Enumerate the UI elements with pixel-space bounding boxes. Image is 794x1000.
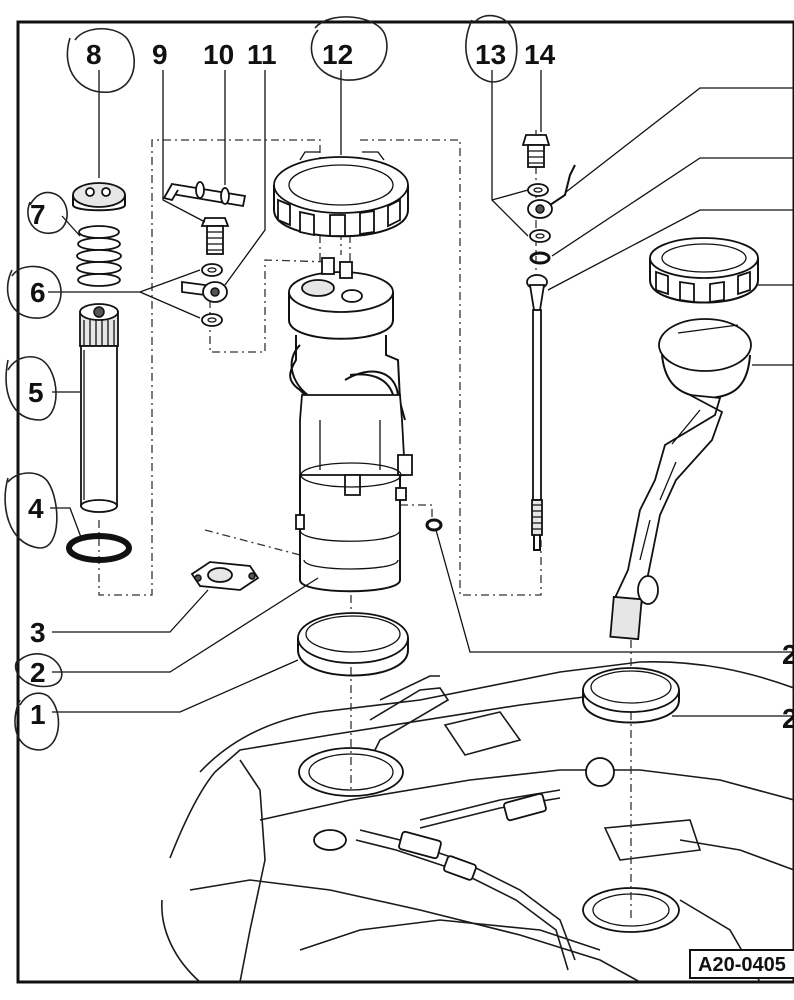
callout-7: 7 (30, 199, 46, 230)
part-bolt-14 (521, 134, 551, 168)
callout-4: 4 (28, 493, 44, 524)
figure-id: A20-0405 (698, 954, 786, 976)
frame-border (16, 20, 794, 984)
part-lock-ring-right (649, 237, 759, 304)
callouts: 8 7 6 5 4 3 2 1 9 10 11 12 13 14 2 2 (28, 39, 794, 734)
part-washers-6 (201, 263, 223, 327)
callout-5: 5 (28, 377, 44, 408)
part-filler-neck (609, 318, 752, 641)
callout-3: 3 (30, 617, 46, 648)
assembly-lines (98, 130, 632, 920)
part-union-11 (181, 280, 228, 303)
callout-8: 8 (86, 39, 102, 70)
callout-2: 2 (30, 657, 46, 688)
callout-11: 11 (247, 39, 277, 70)
part-washers-13 (527, 164, 576, 265)
leader-lines (48, 70, 794, 717)
part-seal-right (582, 667, 680, 724)
part-sender-rod (526, 274, 548, 551)
callout-9: 9 (152, 39, 168, 70)
part-lock-ring-12 (273, 151, 409, 238)
part-bracket-3 (190, 561, 260, 591)
part-tube-5 (79, 303, 119, 513)
fuel-tank (161, 660, 794, 983)
part-seal-1 (297, 612, 409, 677)
part-pump-module-2 (288, 257, 443, 593)
callout-13: 13 (475, 39, 506, 70)
part-spring-7 (76, 225, 122, 287)
part-oring-4 (66, 533, 132, 563)
handwritten-marks (4, 14, 518, 751)
callout-14: 14 (524, 39, 556, 70)
part-pipe-10 (162, 181, 247, 208)
edge-callout-2b: 2 (782, 703, 794, 734)
callout-10: 10 (203, 39, 234, 70)
part-cap-8 (72, 182, 126, 212)
callout-1: 1 (30, 699, 46, 730)
edge-callout-2a: 2 (782, 639, 794, 670)
part-bolt-9 (200, 217, 230, 255)
figure-id-tag: A20-0405 (689, 949, 794, 979)
callout-6: 6 (30, 277, 46, 308)
callout-12: 12 (322, 39, 353, 70)
